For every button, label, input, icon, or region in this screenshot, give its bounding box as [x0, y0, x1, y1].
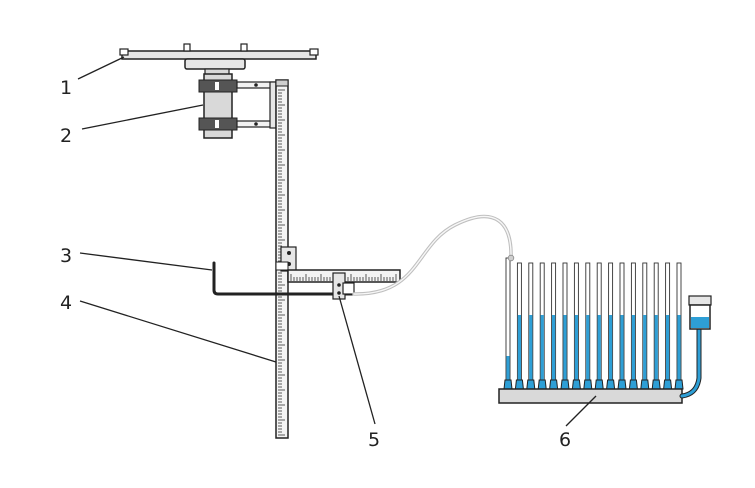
- slide-bracket: [275, 246, 297, 272]
- clamp-carriage: [198, 73, 277, 139]
- callout-1: 1: [60, 77, 72, 99]
- manometer-tube: [674, 262, 684, 390]
- manometer-tube: [560, 262, 570, 390]
- manometer-tube: [617, 262, 627, 390]
- manometer-tube: [549, 262, 559, 390]
- manometer-tube: [651, 262, 661, 390]
- manometer-tube: [663, 262, 673, 390]
- manometer-tube: [640, 262, 650, 390]
- multi-tube-manometer: [498, 254, 712, 404]
- manometer-tube: [583, 262, 593, 390]
- manometer-tube: [594, 262, 604, 390]
- manometer-tube: [503, 257, 513, 390]
- manometer-tube: [537, 262, 547, 390]
- probe-holder: [332, 272, 355, 300]
- manometer-tube: [514, 262, 524, 390]
- manometer-tube: [571, 262, 581, 390]
- liquid-reservoir: [679, 295, 712, 399]
- callouts: 1 2 3 4 5 6: [60, 56, 597, 451]
- callout-2: 2: [60, 125, 72, 147]
- manometer-tube: [526, 262, 536, 390]
- vertical-scale-ticks: [278, 89, 285, 436]
- manometer-tube: [606, 262, 616, 390]
- callout-3: 3: [60, 245, 72, 267]
- manometer-tubes: [503, 254, 684, 390]
- callout-5: 5: [368, 429, 380, 451]
- tube-inlet: [507, 254, 515, 262]
- callout-6: 6: [559, 429, 571, 451]
- reservoir-liquid-level: [691, 317, 709, 328]
- top-mounting-plate: [119, 43, 319, 76]
- probe-tube: [212, 261, 354, 296]
- callout-4: 4: [60, 292, 72, 314]
- manometer-tube: [628, 262, 638, 390]
